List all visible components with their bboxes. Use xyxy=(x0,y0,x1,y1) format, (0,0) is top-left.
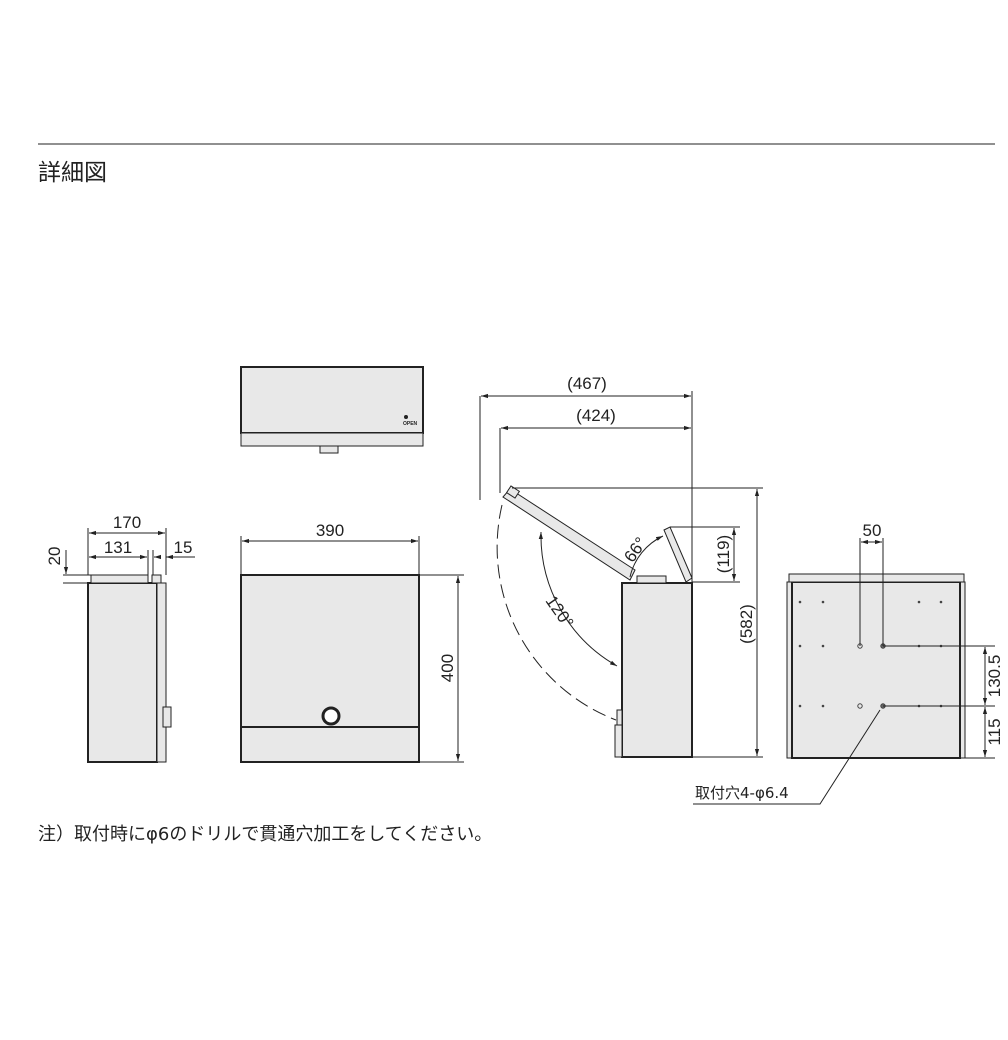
dim-131: 131 xyxy=(104,538,132,557)
dim-119: (119) xyxy=(714,535,733,573)
side-view: 170 131 15 20 xyxy=(45,513,195,763)
rear-view: 50 130.5 115 取付穴4-φ6.4 xyxy=(693,521,1004,805)
dim-390: 390 xyxy=(316,521,344,540)
dim-50: 50 xyxy=(863,521,882,540)
page-title: 詳細図 xyxy=(38,160,107,186)
dim-400: 400 xyxy=(438,654,457,682)
angle-66: 66° xyxy=(620,534,650,566)
leader-line xyxy=(693,709,881,805)
lock-icon xyxy=(404,415,408,419)
mount-hole-label: 取付穴4-φ6.4 xyxy=(695,784,789,802)
top-view: OPEN xyxy=(240,366,424,454)
installation-note: 注）取付時にφ6のドリルで貫通穴加工をしてください。 xyxy=(38,824,492,845)
open-badge: OPEN xyxy=(403,421,418,427)
dim-582: (582) xyxy=(737,604,756,644)
dim-20: 20 xyxy=(45,547,64,566)
dim-15: 15 xyxy=(174,538,193,557)
dim-115: 115 xyxy=(985,718,1004,745)
front-view: 390 400 xyxy=(240,521,464,763)
dim-467: (467) xyxy=(567,374,607,393)
key-lock-icon xyxy=(321,706,341,726)
dim-424: (424) xyxy=(576,406,616,425)
dim-130-5: 130.5 xyxy=(985,655,1004,698)
dim-170: 170 xyxy=(113,513,141,532)
open-side-view: (467) (424) (582) (119) 120° 66° xyxy=(479,374,763,758)
angle-120: 120° xyxy=(542,592,578,632)
